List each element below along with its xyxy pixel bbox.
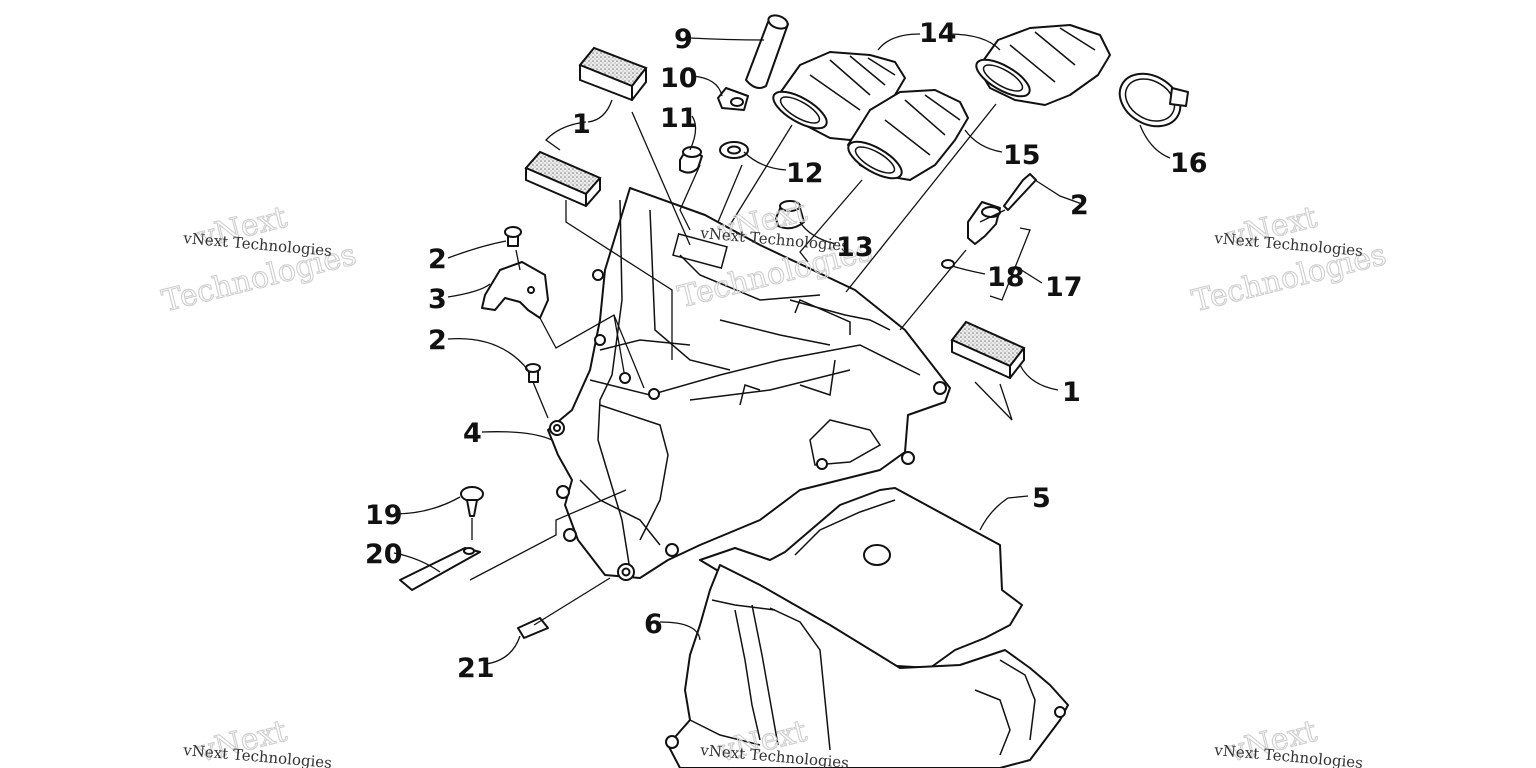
foam-pad-left bbox=[524, 150, 602, 207]
grommet-12 bbox=[719, 141, 749, 159]
callout-11: 11 bbox=[660, 103, 698, 134]
callout-1-right: 1 bbox=[1062, 377, 1081, 408]
screw-19 bbox=[460, 486, 484, 517]
hose-clamp bbox=[1118, 72, 1189, 128]
callout-2-left-upper: 2 bbox=[428, 244, 447, 275]
callout-6: 6 bbox=[644, 609, 663, 640]
grommet-11 bbox=[679, 146, 703, 174]
callout-19: 19 bbox=[365, 500, 403, 531]
screw-left-upper bbox=[504, 226, 522, 247]
callout-3: 3 bbox=[428, 284, 447, 315]
watermark-bottom-right: vNext vNext Technologies bbox=[1213, 713, 1364, 768]
callout-18: 18 bbox=[987, 262, 1025, 293]
callout-labels: 1 1 2 2 2 3 4 5 6 9 10 11 12 13 14 15 16… bbox=[365, 18, 1208, 684]
callout-9: 9 bbox=[674, 24, 693, 55]
callout-14: 14 bbox=[919, 18, 957, 49]
callout-12: 12 bbox=[786, 158, 824, 189]
airbox-cover bbox=[699, 487, 1023, 669]
callout-16: 16 bbox=[1170, 148, 1208, 179]
airbox-base bbox=[665, 564, 1069, 768]
callout-17: 17 bbox=[1045, 272, 1083, 303]
airbox-housing bbox=[547, 187, 951, 581]
screw-top-right bbox=[1003, 173, 1037, 211]
callout-5: 5 bbox=[1032, 483, 1051, 514]
foam-pad-right bbox=[950, 320, 1026, 379]
callout-1-top: 1 bbox=[572, 109, 591, 140]
callout-21: 21 bbox=[457, 653, 495, 684]
callout-2-left-lower: 2 bbox=[428, 325, 447, 356]
hose-fitting bbox=[717, 87, 749, 111]
assembly-lines bbox=[469, 103, 1013, 626]
intake-boot-right bbox=[975, 24, 1111, 106]
leader-lines bbox=[393, 33, 1171, 665]
watermark-right: vNext Technologies vNext Technologies bbox=[1188, 199, 1390, 320]
screw-left-lower bbox=[525, 363, 541, 383]
callout-15: 15 bbox=[1003, 140, 1041, 171]
clip bbox=[517, 617, 549, 639]
foam-pad-top bbox=[578, 46, 648, 101]
intake-boot-middle bbox=[847, 89, 969, 181]
callout-4: 4 bbox=[463, 418, 482, 449]
watermark-bottom-left: vNext vNext Technologies bbox=[182, 713, 333, 768]
strap bbox=[399, 547, 481, 591]
hose-tube bbox=[745, 14, 789, 89]
callout-2-right: 2 bbox=[1070, 190, 1089, 221]
grommet-13 bbox=[775, 200, 805, 230]
check-valve bbox=[967, 201, 1001, 245]
callout-13: 13 bbox=[836, 232, 874, 263]
bracket bbox=[481, 261, 549, 319]
callout-20: 20 bbox=[365, 539, 403, 570]
callout-10: 10 bbox=[660, 63, 698, 94]
watermark-left: vNext Technologies vNext Technologies bbox=[158, 199, 360, 320]
